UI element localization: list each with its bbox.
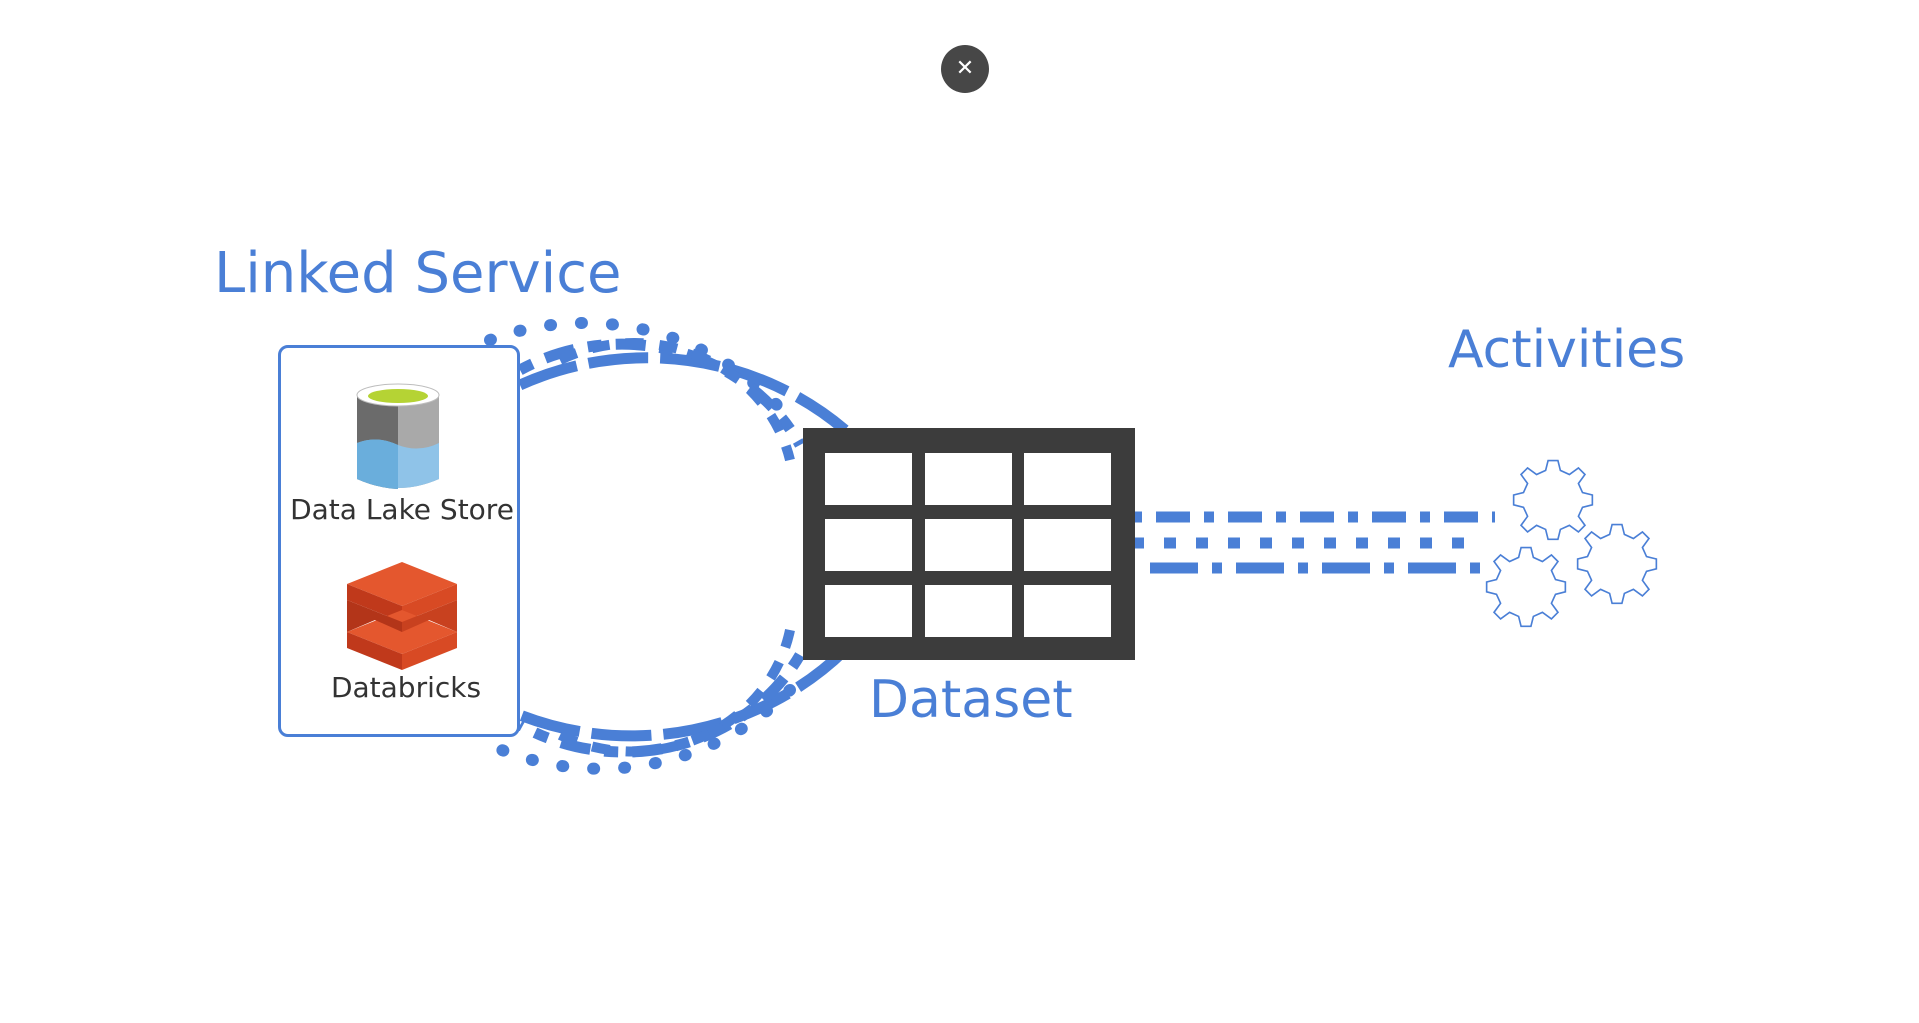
dataset-label: Dataset xyxy=(869,670,1073,730)
dataset-to-activities-connectors xyxy=(1132,511,1495,574)
gear-bottom-left xyxy=(1485,546,1567,628)
gear-bottom-right xyxy=(1576,523,1658,605)
lower-arc-inner xyxy=(557,628,795,757)
close-button[interactable]: ✕ xyxy=(941,45,989,93)
table-grid-icon xyxy=(803,428,1135,660)
upper-arc-dashdot xyxy=(517,338,805,448)
upper-arc-outer xyxy=(517,352,849,435)
data-lake-store-icon xyxy=(356,383,440,489)
lower-arc-outer xyxy=(518,646,849,742)
upper-connector-arcs xyxy=(484,316,849,462)
service-name-data-lake-store: Data Lake Store xyxy=(290,493,514,526)
lower-connector-arcs xyxy=(484,628,849,775)
service-name-databricks: Databricks xyxy=(330,671,482,704)
databricks-icon xyxy=(347,562,457,670)
activities-label: Activities xyxy=(1448,320,1686,380)
upper-arc-inner xyxy=(557,338,795,462)
lower-arc-dots-outer xyxy=(484,684,796,775)
linked-services-box: Data Lake Store Databricks xyxy=(278,345,520,737)
close-icon: ✕ xyxy=(955,56,975,81)
gear-top xyxy=(1512,459,1594,541)
linked-service-label: Linked Service xyxy=(214,241,622,306)
gears-icon xyxy=(1485,459,1658,628)
